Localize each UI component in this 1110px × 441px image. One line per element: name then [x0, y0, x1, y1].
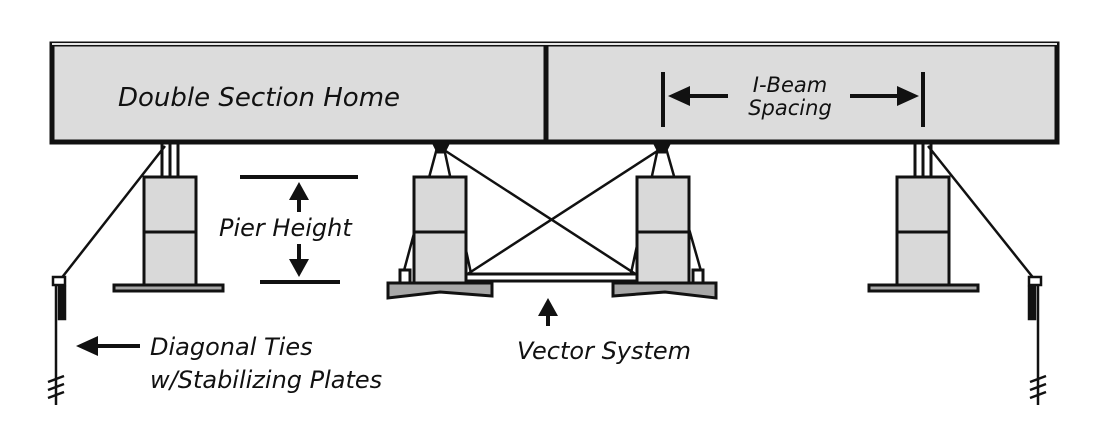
pier-3-block-lower — [635, 230, 691, 286]
stabilizing-plate-right — [1027, 285, 1037, 321]
pier-3-block-upper — [635, 175, 691, 234]
pier-1 — [112, 141, 225, 293]
pier-3-pad — [611, 281, 718, 300]
home-body — [49, 41, 1060, 145]
pier-height-dimension — [240, 175, 358, 284]
ibeam-arrow-right-icon — [897, 86, 919, 106]
anchor-left-head — [51, 275, 67, 287]
pier-1-block-upper — [142, 175, 198, 234]
diagonal-tie-right — [927, 145, 1036, 281]
pier-2 — [386, 142, 494, 300]
diagonal-ties-label-line1: Diagonal Ties — [150, 333, 313, 361]
vector-connecting-plate — [464, 272, 639, 283]
diagonal-ties-label-line2: w/Stabilizing Plates — [150, 366, 382, 394]
pier-1-block-lower — [142, 230, 198, 287]
ibeam-label-line2: Spacing — [748, 96, 832, 120]
vector-system-arrow — [538, 298, 558, 326]
vector-arrow-up-icon — [538, 298, 558, 316]
anchor-right-head — [1027, 275, 1043, 287]
pier-3 — [611, 142, 718, 300]
anchor-right-helix — [1029, 374, 1047, 400]
stabilizing-plate-left — [57, 285, 67, 321]
ibeam-label-line1: I-Beam — [753, 73, 827, 97]
anchor-left-helix — [47, 374, 65, 400]
pier-height-arrow-down-icon — [289, 259, 309, 277]
home-label: Double Section Home — [118, 83, 400, 113]
pier-4 — [867, 141, 980, 293]
vector-brace-1 — [440, 146, 638, 277]
vector-brace-2 — [465, 146, 663, 277]
vector-system-label: Vector System — [517, 337, 691, 365]
ibeam-arrow-left-icon — [668, 86, 690, 106]
home-section-right — [543, 41, 1060, 145]
diagonal-ties-arrow — [76, 336, 140, 356]
pier-height-label: Pier Height — [219, 214, 353, 242]
pier-4-block-lower — [895, 230, 951, 287]
pier-2-block-upper — [412, 175, 468, 234]
pier-height-arrow-up-icon — [289, 182, 309, 200]
ground-anchor-right — [1027, 275, 1047, 405]
diagonal-tie-left — [59, 145, 166, 281]
pier-2-pad — [386, 281, 494, 300]
pier-1-pad — [112, 283, 225, 293]
diagonal-ties-arrow-left-icon — [76, 336, 98, 356]
pier-2-block-lower — [412, 230, 468, 286]
pier-3-cap — [652, 142, 672, 154]
ibeam-spacing-dimension — [661, 72, 925, 127]
pier-4-pad — [867, 283, 980, 293]
home-section-left — [49, 41, 549, 145]
pier-4-block-upper — [895, 175, 951, 234]
pier-2-cap — [431, 142, 451, 154]
ground-anchor-left — [47, 275, 67, 405]
